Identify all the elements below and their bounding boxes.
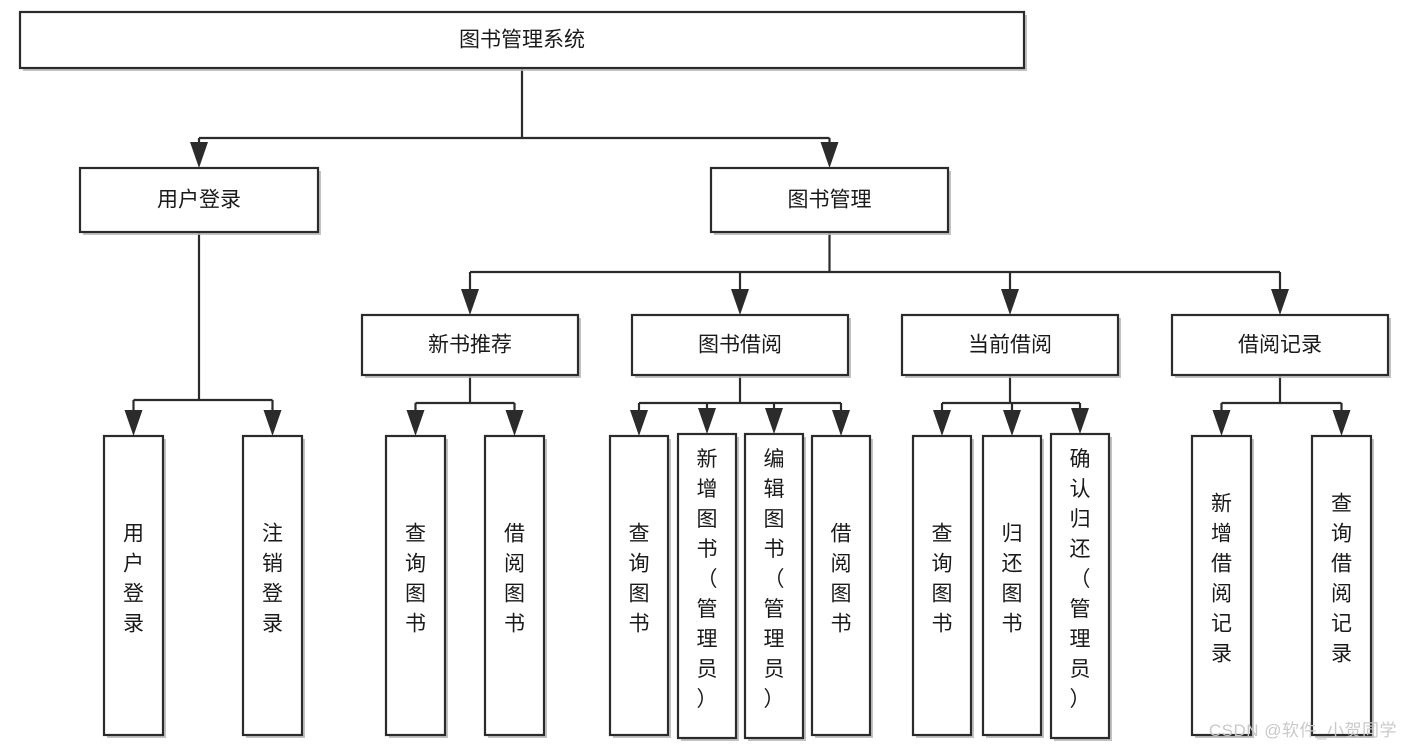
node-leaf-add-book[interactable]: 新增图书（管理员） (676, 432, 739, 741)
arrow-head-icon (820, 142, 839, 168)
arrow-head-icon (630, 410, 648, 436)
connector-group (933, 375, 1089, 436)
node-label: 图书管理 (788, 189, 872, 212)
arrow-head-icon (461, 289, 479, 315)
arrow-head-icon (1071, 408, 1089, 434)
node-leaf-query-book-2[interactable]: 查询图书 (608, 434, 671, 738)
node-leaf-add-record[interactable]: 新增借阅记录 (1190, 434, 1254, 738)
node-label: 用户登录 (157, 189, 241, 212)
node-label: 借阅图书 (504, 523, 525, 636)
arrow-head-icon (190, 142, 208, 168)
arrow-head-icon (765, 408, 783, 434)
arrow-head-icon (406, 410, 425, 436)
connector-group (630, 375, 850, 436)
arrow-head-icon (124, 410, 143, 436)
node-leaf-borrow-book-2[interactable]: 借阅图书 (810, 434, 873, 738)
arrow-head-icon (933, 410, 951, 436)
node-label: 图书管理系统 (459, 29, 585, 52)
node-label: 查询图书 (405, 523, 426, 636)
node-layer: 图书管理系统用户登录图书管理新书推荐图书借阅当前借阅借阅记录用户登录注销登录查询… (18, 10, 1391, 741)
arrow-head-icon (1001, 289, 1019, 315)
connector-group (190, 68, 839, 168)
node-box[interactable] (1310, 434, 1373, 737)
node-book-borrow[interactable]: 图书借阅 (630, 313, 851, 378)
node-book-manage[interactable]: 图书管理 (709, 166, 951, 235)
arrow-head-icon (505, 410, 524, 436)
node-box[interactable] (384, 434, 447, 737)
node-box[interactable] (1049, 432, 1111, 740)
connector-group (1212, 375, 1351, 436)
node-box[interactable] (709, 166, 950, 234)
node-box[interactable] (981, 434, 1043, 737)
node-box[interactable] (810, 434, 872, 737)
node-borrow-record[interactable]: 借阅记录 (1170, 313, 1391, 378)
node-root[interactable]: 图书管理系统 (18, 10, 1027, 71)
connector-group (406, 375, 524, 436)
node-box[interactable] (608, 434, 670, 737)
node-leaf-query-book-1[interactable]: 查询图书 (384, 434, 448, 738)
arrow-head-icon (832, 410, 850, 436)
node-label: 借阅记录 (1238, 334, 1322, 357)
node-leaf-user-login[interactable]: 用户登录 (102, 434, 166, 738)
arrow-head-icon (1271, 289, 1289, 315)
node-leaf-query-record[interactable]: 查询借阅记录 (1310, 434, 1374, 738)
node-label: 当前借阅 (968, 334, 1052, 357)
node-box[interactable] (911, 434, 973, 737)
node-box[interactable] (78, 166, 320, 234)
arrow-head-icon (1332, 410, 1351, 436)
node-label: 编辑图书（管理员） (764, 448, 785, 711)
node-label: 新增借阅记录 (1211, 493, 1232, 666)
node-label: 用户登录 (123, 523, 144, 636)
connector-layer (124, 68, 1351, 436)
node-label: 借阅图书 (831, 523, 852, 636)
node-label: 查询图书 (629, 523, 650, 636)
node-box[interactable] (18, 10, 1026, 70)
arrow-head-icon (1003, 410, 1021, 436)
node-box[interactable] (483, 434, 546, 737)
arrow-head-icon (1212, 410, 1231, 436)
node-label: 查询借阅记录 (1331, 493, 1352, 666)
node-label: 注销登录 (262, 523, 283, 636)
node-label: 新增图书（管理员） (697, 448, 718, 711)
node-box[interactable] (1170, 313, 1390, 377)
node-box[interactable] (900, 313, 1120, 377)
arrow-head-icon (263, 410, 282, 436)
node-current-borrow[interactable]: 当前借阅 (900, 313, 1121, 378)
node-leaf-query-book-3[interactable]: 查询图书 (911, 434, 974, 738)
connector-group (124, 232, 282, 436)
node-box[interactable] (630, 313, 850, 377)
node-label: 查询图书 (932, 523, 953, 636)
node-box[interactable] (241, 434, 304, 737)
node-user-login[interactable]: 用户登录 (78, 166, 321, 235)
arrow-head-icon (731, 289, 749, 315)
node-box[interactable] (743, 432, 805, 740)
node-box[interactable] (102, 434, 165, 737)
arrow-head-icon (698, 408, 716, 434)
node-box[interactable] (676, 432, 738, 740)
node-leaf-return-book[interactable]: 归还图书 (981, 434, 1044, 738)
node-label: 归还图书 (1002, 523, 1023, 636)
node-box[interactable] (360, 313, 580, 377)
node-label: 新书推荐 (428, 334, 512, 357)
node-new-book-rec[interactable]: 新书推荐 (360, 313, 581, 378)
node-label: 图书借阅 (698, 334, 782, 357)
node-leaf-edit-book[interactable]: 编辑图书（管理员） (743, 432, 806, 741)
node-label: 确认归还（管理员） (1070, 448, 1091, 711)
node-leaf-confirm-return[interactable]: 确认归还（管理员） (1049, 432, 1112, 741)
connector-group (461, 232, 1289, 315)
node-box[interactable] (1190, 434, 1253, 737)
node-leaf-user-logout[interactable]: 注销登录 (241, 434, 305, 738)
node-leaf-borrow-book-1[interactable]: 借阅图书 (483, 434, 547, 738)
